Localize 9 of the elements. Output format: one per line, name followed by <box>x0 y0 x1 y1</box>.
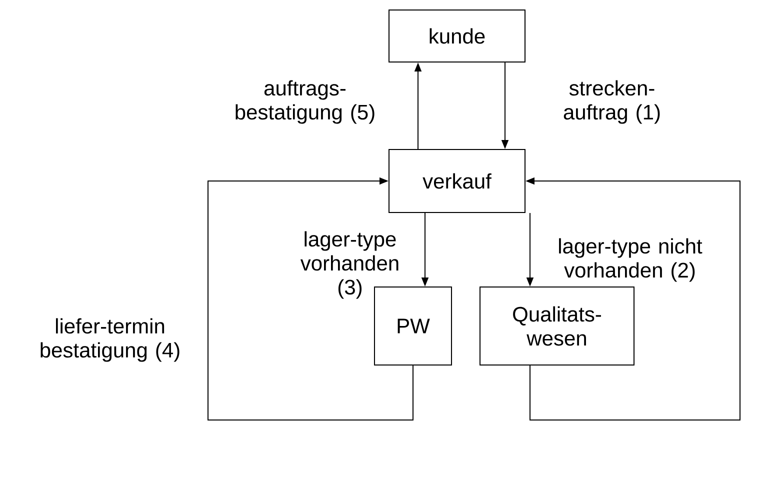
edge-label: liefer-termin bestatigung (4) <box>40 318 180 362</box>
process-box: PW <box>374 286 452 366</box>
arrow <box>208 177 414 420</box>
edge-label: strecken-auftrag (1) <box>564 80 660 124</box>
process-box: verkauf <box>388 149 526 213</box>
process-box: Qualitats- wesen <box>480 286 634 366</box>
edge-label: auftrags- bestatigung (5) <box>236 80 374 124</box>
edge-label: lager-type nicht vorhanden (2) <box>559 238 702 282</box>
process-box: kunde <box>388 10 526 62</box>
